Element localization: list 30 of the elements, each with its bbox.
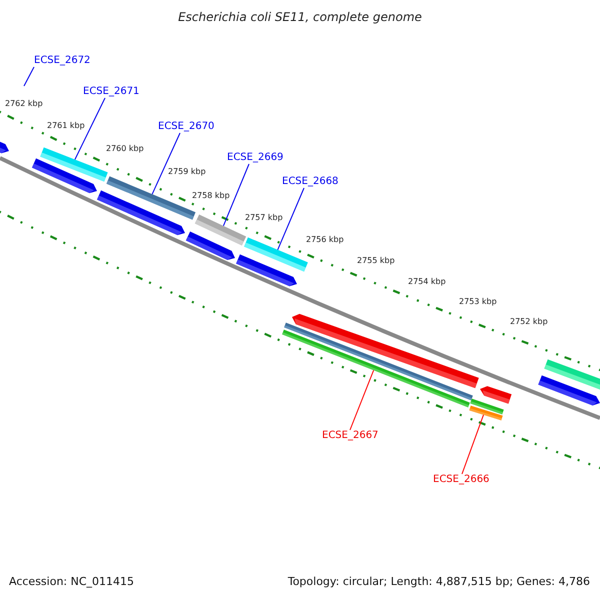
leader-line: [462, 414, 484, 474]
leader-line: [152, 132, 180, 195]
gene-feature: [40, 147, 108, 182]
chart-title: Escherichia coli SE11, complete genome: [178, 10, 422, 24]
scale-label: 2758 kbp: [192, 191, 230, 201]
accession-text: Accession: NC_011415: [9, 575, 134, 588]
gene-feature: [469, 406, 503, 420]
gene-label: ECSE_2671: [83, 86, 140, 98]
scale-label: 2756 kbp: [306, 235, 344, 245]
leader-line: [74, 98, 106, 160]
gene-label: ECSE_2666: [433, 474, 490, 486]
scale-label: 2757 kbp: [245, 213, 283, 223]
gene-label: ECSE_2670: [158, 121, 214, 133]
scale-label: 2760 kbp: [106, 144, 144, 154]
leader-line: [222, 164, 250, 226]
gene-label: ECSE_2667: [322, 430, 378, 442]
scale-label: 2754 kbp: [408, 277, 446, 287]
scale-label: 2762 kbp: [5, 99, 43, 109]
scale-label: 2752 kbp: [510, 317, 548, 327]
leader-line: [24, 66, 34, 86]
gene-label: ECSE_2669: [227, 152, 284, 164]
gene-feature: [282, 330, 470, 408]
gene-feature: [194, 214, 246, 246]
leader-line: [350, 370, 374, 430]
leader-line: [277, 188, 304, 250]
genome-info-text: Topology: circular; Length: 4,887,515 bp; Genes: 4,786: [288, 575, 590, 588]
gene-label: ECSE_2668: [282, 176, 338, 188]
gene-feature: [244, 237, 308, 272]
scale-label: 2755 kbp: [357, 256, 395, 266]
gene-label: ECSE_2672: [34, 55, 90, 67]
